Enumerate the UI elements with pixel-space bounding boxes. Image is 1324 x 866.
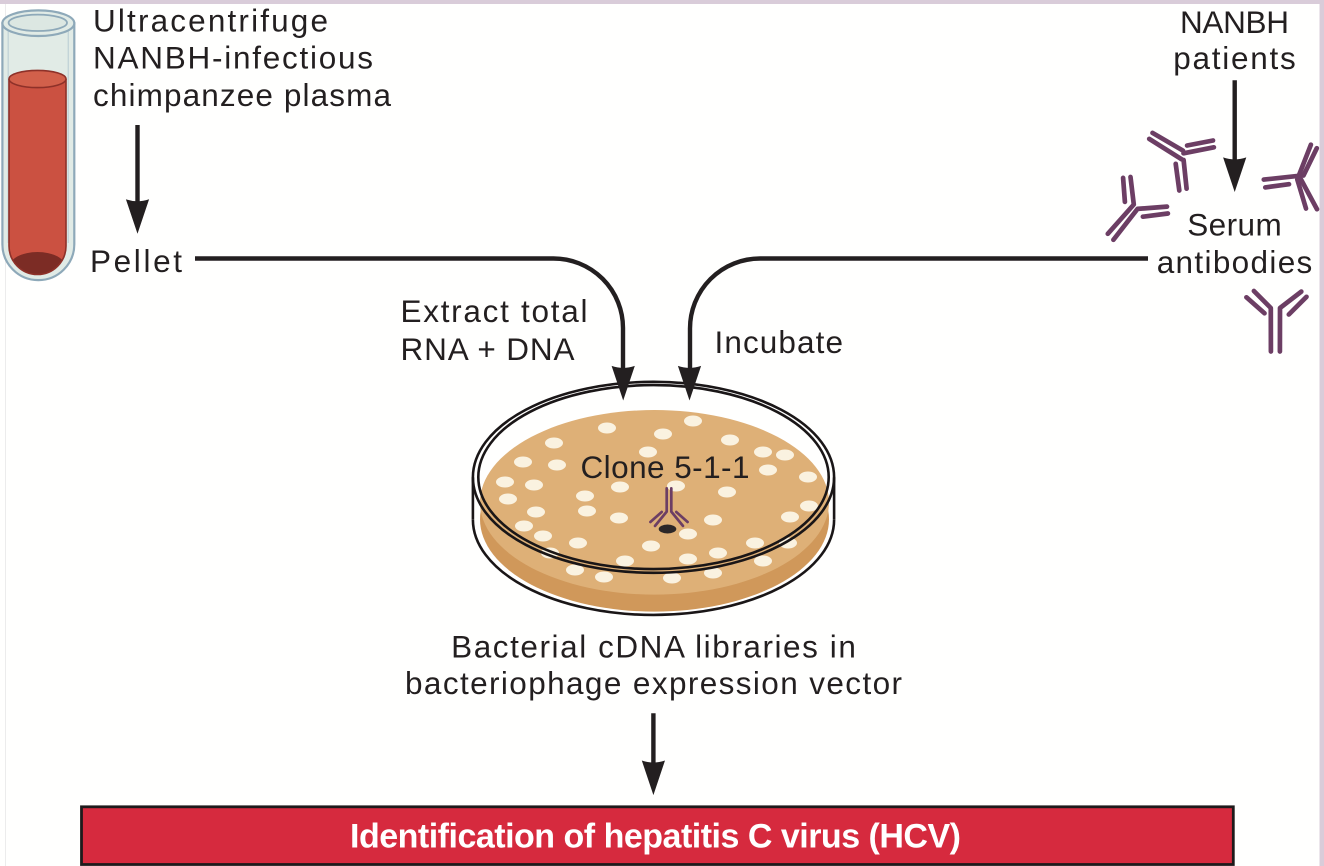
svg-text:Identification of hepatitis C: Identification of hepatitis C virus (HCV… xyxy=(350,818,961,856)
svg-text:Incubate: Incubate xyxy=(715,324,844,360)
svg-text:Clone 5-1-1: Clone 5-1-1 xyxy=(581,449,750,485)
svg-text:NANBH-infectious: NANBH-infectious xyxy=(93,40,373,76)
svg-text:Serum: Serum xyxy=(1187,207,1282,243)
svg-text:RNA + DNA: RNA + DNA xyxy=(401,331,575,367)
svg-text:Ultracentrifuge: Ultracentrifuge xyxy=(93,3,328,39)
svg-text:patients: patients xyxy=(1173,40,1296,76)
svg-text:chimpanzee plasma: chimpanzee plasma xyxy=(93,77,391,113)
svg-text:Bacterial cDNA libraries in: Bacterial cDNA libraries in xyxy=(451,628,856,664)
svg-text:NANBH: NANBH xyxy=(1180,4,1289,40)
svg-text:Pellet: Pellet xyxy=(90,243,182,279)
svg-text:Extract total: Extract total xyxy=(401,293,588,329)
svg-text:bacteriophage expression vecto: bacteriophage expression vector xyxy=(405,665,902,701)
svg-text:antibodies: antibodies xyxy=(1157,244,1313,280)
